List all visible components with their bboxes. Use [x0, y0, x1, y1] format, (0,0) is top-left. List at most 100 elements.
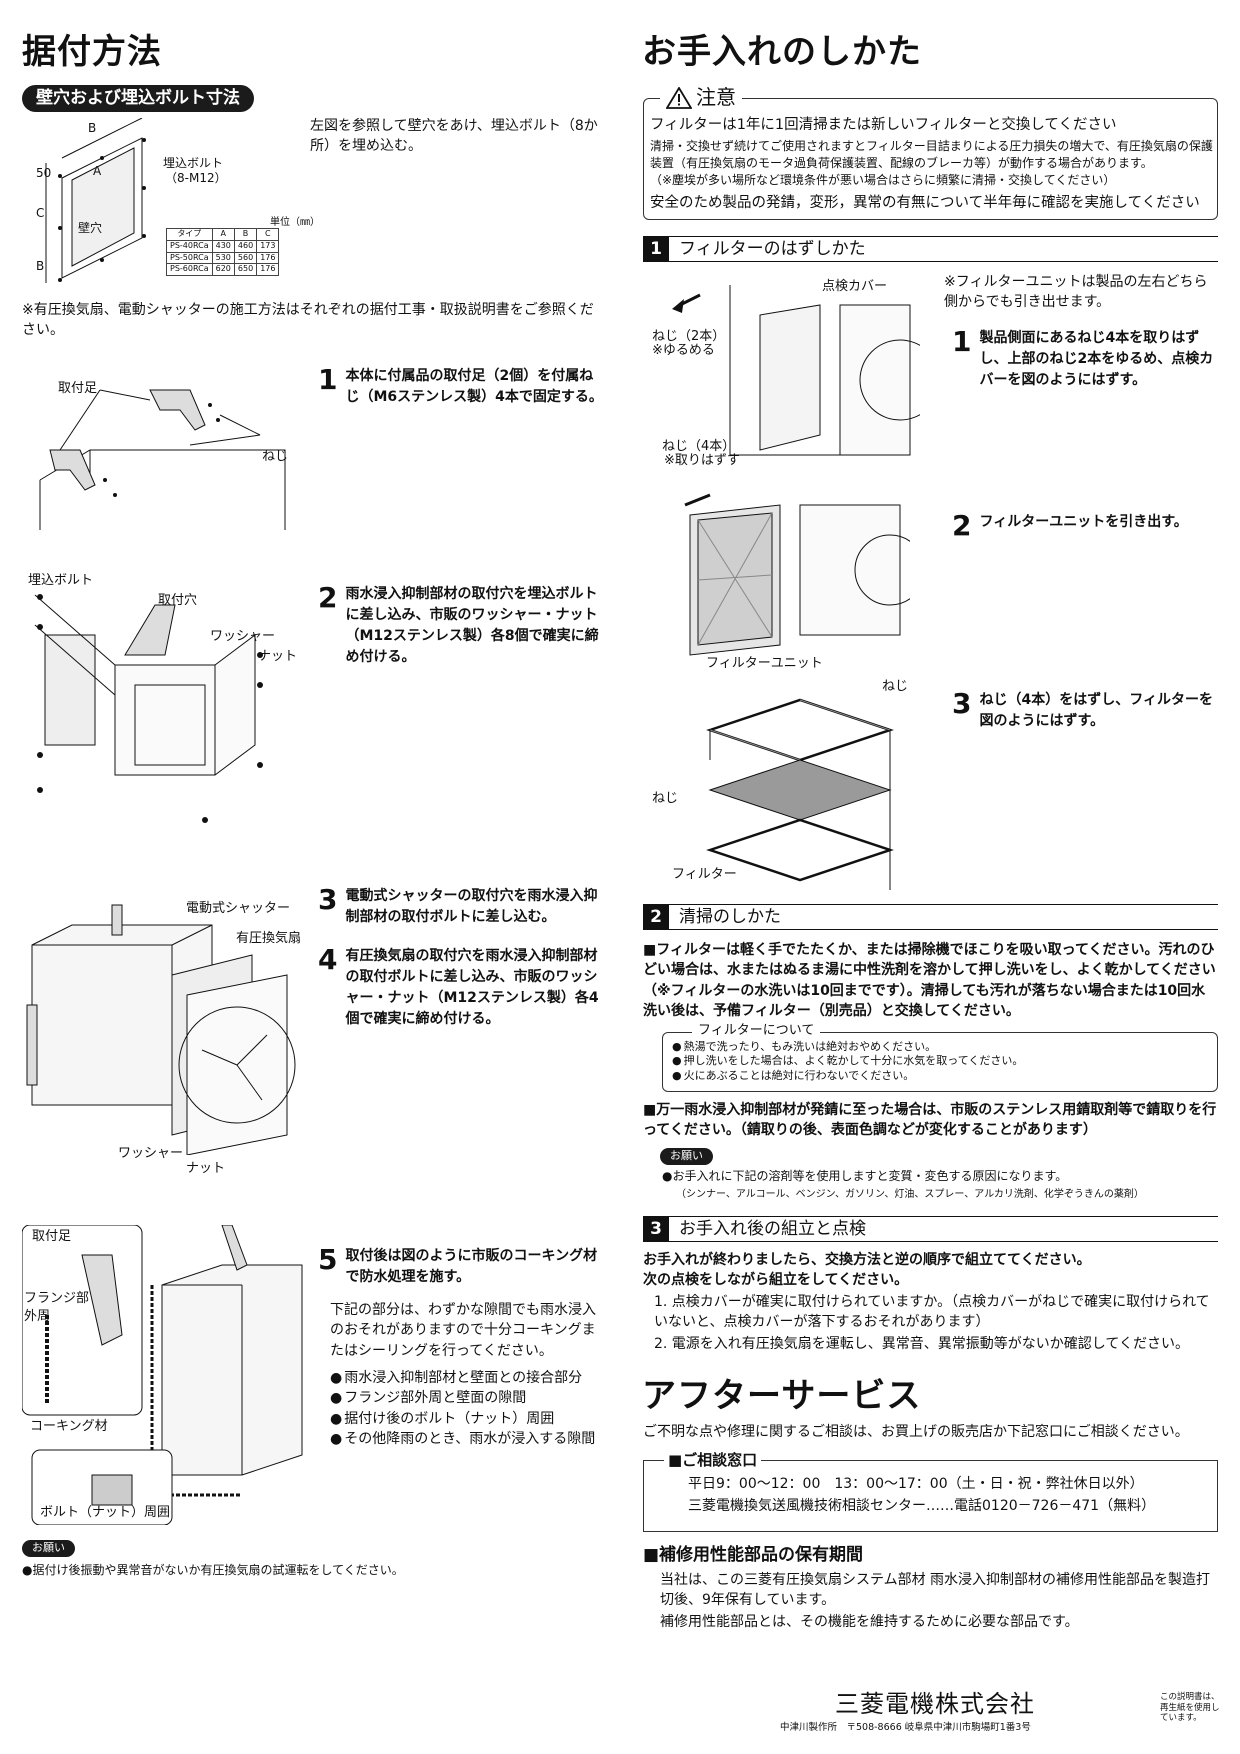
wall-section-pill: 壁穴および埋込ボルト寸法: [22, 85, 254, 112]
step-5: 5 取付後は図のように市販のコーキング材で防水処理を施す。: [318, 1243, 598, 1286]
dim-c-label: C: [36, 206, 45, 220]
list-item: 据付け後のボルト（ナット）周囲: [330, 1409, 602, 1429]
step-3: 3 電動式シャッターの取付穴を雨水浸入抑制部材の取付ボルトに差し込む。: [318, 883, 598, 926]
page-title-installation: 据付方法: [22, 32, 162, 72]
reassembly-item-2: 2. 電源を入れ有圧換気扇を運転し、異常音、異常振動等がないか確認してください。: [654, 1336, 1189, 1352]
step2-illustration: [25, 575, 285, 835]
request-line-2: （シンナー、アルコール、ベンジン、ガソリン、灯油、スプレー、アルカリ洗剤、化学ぞ…: [676, 1189, 1144, 1200]
label-screw-4pcs: ねじ（4本）: [662, 439, 736, 454]
label-washer: ワッシャー: [210, 629, 276, 644]
embedded-bolt-label: 埋込ボルト: [163, 156, 224, 170]
company-address: 中津川製作所 〒508-8666 岐阜県中津川市駒場町1番3号: [780, 1722, 1031, 1733]
removal-step-3: 3 ねじ（4本）をはずし、フィルターを図のようにはずす。: [952, 687, 1213, 730]
step-1: 1 本体に付属品の取付足（2個）を付属ねじ（M6ステンレス製）4本で固定する。: [318, 363, 603, 406]
step34-illustration: [22, 885, 312, 1155]
sec1-fig1: [660, 285, 920, 475]
reassembly-p2: 次の点検をしながら組立をしてください。: [643, 1272, 909, 1288]
sec1-fig2: [680, 485, 910, 660]
consultation-hours: 平日9：00～12：00 13：00～17：00（土・日・祝・弊社休日以外）: [688, 1476, 1144, 1492]
cleaning-paragraph-1: ■フィルターは軽く手でたたくか、または掃除機でほこりを吸い取ってください。汚れの…: [643, 942, 1216, 1019]
dimension-table: タイプ A B C PS-40RCa 430 460 173 PS-50RCa …: [166, 228, 280, 277]
label-flange: フランジ部外周: [24, 1291, 90, 1324]
embedded-bolt-spec: （8-M12）: [165, 171, 227, 185]
step5-list: 雨水浸入抑制部材と壁面との接合部分 フランジ部外周と壁面の隙間 据付け後のボルト…: [330, 1368, 602, 1449]
after-service-title: アフターサービス: [642, 1376, 922, 1416]
label-shutter: 電動式シャッター: [186, 901, 291, 916]
recycle-note: この説明書は、再生紙を使用しています。: [1160, 1692, 1220, 1724]
step5-illustration: [22, 1225, 322, 1525]
wall-instruction: 左図を参照して壁穴をあけ、埋込ボルト（8か所）を埋め込む。: [310, 118, 598, 155]
label-loosen: ※ゆるめる: [652, 343, 715, 358]
page-title-maintenance: お手入れのしかた: [642, 32, 922, 72]
filter-notes-box: [662, 1032, 1218, 1092]
request-line-1: ●お手入れに下記の溶剤等を使用しますと変質・変色する原因になります。: [662, 1169, 1068, 1183]
sec1-note: ※フィルターユニットは製品の左右どちら側からでも引き出せます。: [944, 274, 1208, 311]
consultation-center: 三菱電機換気送風機技術相談センター……電話0120－726－471（無料）: [688, 1498, 1156, 1514]
warning-icon: [666, 86, 692, 109]
label-screw: ねじ: [262, 449, 289, 464]
label-washer-2: ワッシャー: [118, 1146, 184, 1161]
section-filter-removal: 1 フィルターのはずしかた: [643, 236, 1218, 262]
caution-line3: （※塵埃が多い場所など環境条件が悪い場合はさらに頻繁に清掃・交換してください）: [650, 173, 1116, 187]
request-pill-left: お願い: [22, 1538, 75, 1557]
label-nut-2: ナット: [186, 1161, 226, 1176]
label-fan: 有圧換気扇: [236, 931, 302, 946]
filter-notes-list: 熱湯で洗ったり、もみ洗いは絶対おやめください。 押し洗いをした場合は、よく乾かし…: [672, 1040, 1212, 1083]
caution-box: [643, 98, 1218, 220]
step5-description: 下記の部分は、わずかな隙間でも雨水浸入のおそれがありますので十分コーキングまたは…: [330, 1302, 596, 1359]
reassembly-p1: お手入れが終わりましたら、交換方法と逆の順序で組立ててください。: [643, 1252, 1091, 1268]
section-reassembly: 3 お手入れ後の組立と点検: [643, 1216, 1218, 1242]
list-item: 火にあぶることは絶対に行わないでください。: [672, 1069, 1212, 1083]
caution-line2: 清掃・交換せず続けてご使用されますとフィルター目詰まりによる圧力損失の増大で、有…: [650, 139, 1213, 170]
list-item: フランジ部外周と壁面の隙間: [330, 1388, 602, 1408]
list-item: 雨水浸入抑制部材と壁面との接合部分: [330, 1368, 602, 1388]
company-name: 三菱電機株式会社: [835, 1690, 1035, 1718]
parts-title: ■補修用性能部品の保有期間: [643, 1545, 864, 1565]
label-nut: ナット: [258, 649, 298, 664]
list-item: 熱湯で洗ったり、もみ洗いは絶対おやめください。: [672, 1040, 1212, 1054]
step-2: 2 雨水浸入抑制部材の取付穴を埋込ボルトに差し込み、市販のワッシャー・ナット（M…: [318, 581, 599, 666]
table-header-row: タイプ A B C: [166, 228, 280, 241]
label-remove: ※取りはずす: [664, 453, 740, 468]
request-text-left: ●据付け後振動や異常音がないか有圧換気扇の試運転をしてください。: [22, 1563, 404, 1577]
caution-title: 注意: [696, 85, 736, 109]
label-screw-left: ねじ: [652, 791, 679, 806]
dim-50-label: 50: [36, 166, 52, 180]
label-inspection-cover: 点検カバー: [822, 279, 888, 294]
label-screw-top: ねじ: [882, 679, 909, 694]
label-bolt-nut: ボルト（ナット）周囲: [40, 1505, 171, 1520]
consultation-box: [643, 1460, 1218, 1532]
label-filter-unit: フィルターユニット: [706, 656, 823, 671]
step1-illustration: [30, 370, 290, 530]
parts-p2: 補修用性能部品とは、その機能を維持するために必要な部品です。: [660, 1614, 1079, 1630]
reassembly-item-1: 1. 点検カバーが確実に取付けられていますか。（点検カバーがねじで確実に取付けら…: [654, 1294, 1210, 1331]
after-service-desc: ご不明な点や修理に関するご相談は、お買上げの販売店か下記窓口にご相談ください。: [643, 1424, 1189, 1440]
wall-hole-diagram: [22, 118, 162, 288]
caution-header: 注意: [660, 84, 742, 111]
table-row: PS-60RCa 620 650 176: [166, 263, 280, 277]
removal-step-1: 1 製品側面にあるねじ4本を取りはずし、上部のねじ2本をゆるめ、点検カバーを図の…: [952, 325, 1214, 389]
request-pill-right: お願い: [660, 1146, 713, 1165]
label-embedded-bolt: 埋込ボルト: [28, 573, 94, 588]
installation-note: ※有圧換気扇、電動シャッターの施工方法はそれぞれの据付工事・取扱説明書をご参照く…: [22, 302, 594, 339]
dim-b2-label: B: [36, 259, 45, 273]
cleaning-paragraph-2: ■万一雨水浸入抑制部材が発錆に至った場合は、市販のステンレス用錆取剤等で錆取りを…: [643, 1102, 1217, 1139]
label-caulk: コーキング材: [30, 1419, 108, 1434]
consultation-title: ■ご相談窓口: [664, 1450, 762, 1471]
table-row: PS-50RCa 530 560 176: [166, 251, 280, 265]
step-4: 4 有圧換気扇の取付穴を雨水浸入抑制部材の取付ボルトに差し込み、市販のワッシャー…: [318, 943, 599, 1028]
parts-p1: 当社は、この三菱有圧換気扇システム部材 雨水浸入抑制部材の補修用性能部品を製造打…: [660, 1572, 1211, 1609]
table-unit: 単位（㎜）: [270, 217, 320, 228]
removal-step-2: 2 フィルターユニットを引き出す。: [952, 509, 1188, 542]
label-filter: フィルター: [672, 867, 737, 882]
list-item: その他降雨のとき、雨水が浸入する隙間: [330, 1429, 602, 1449]
sec1-fig3: [690, 690, 910, 890]
section-cleaning: 2 清掃のしかた: [643, 904, 1218, 930]
label-foot-2: 取付足: [32, 1229, 72, 1244]
caution-line1: フィルターは1年に1回清掃または新しいフィルターと交換してください: [650, 117, 1117, 133]
list-item: 押し洗いをした場合は、よく乾かして十分に水気を取ってください。: [672, 1054, 1212, 1068]
dim-b-label: B: [88, 121, 97, 135]
label-mount-hole: 取付穴: [158, 593, 198, 608]
table-row: PS-40RCa 430 460 173: [166, 239, 280, 253]
dim-a-label: A: [93, 164, 102, 178]
